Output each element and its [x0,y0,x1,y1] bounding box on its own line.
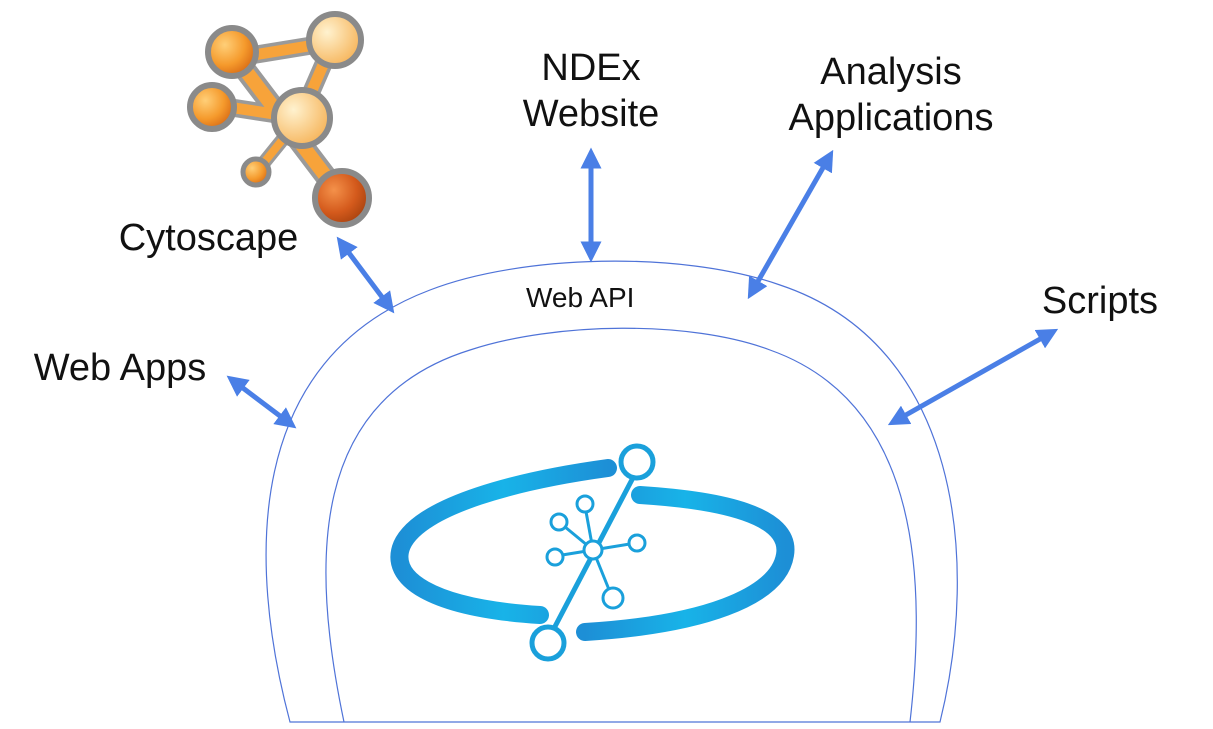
scripts-label: Scripts [1041,280,1159,322]
arrow-analysis-applications [747,149,834,300]
arrow-scripts [887,328,1059,426]
ndex-website-line1: NDEx [541,47,641,89]
web-api-label: Web API [526,282,635,313]
analysis-applications-line1: Analysis [820,51,962,93]
analysis-applications-line2: Applications [788,97,994,139]
outer-dome [265,260,958,723]
inner-dome [325,327,917,723]
cytoscape-logo-icon [187,11,372,228]
arrow-cytoscape [336,236,395,314]
ndex-website-line2: Website [522,93,660,135]
web-apps-label: Web Apps [33,347,207,389]
arrow-web-apps [226,375,297,429]
ndex-website-label: NDEx Website [501,45,681,137]
ndex-logo-icon [390,443,795,662]
analysis-applications-label: Analysis Applications [771,49,1011,141]
cytoscape-label: Cytoscape [118,217,299,259]
